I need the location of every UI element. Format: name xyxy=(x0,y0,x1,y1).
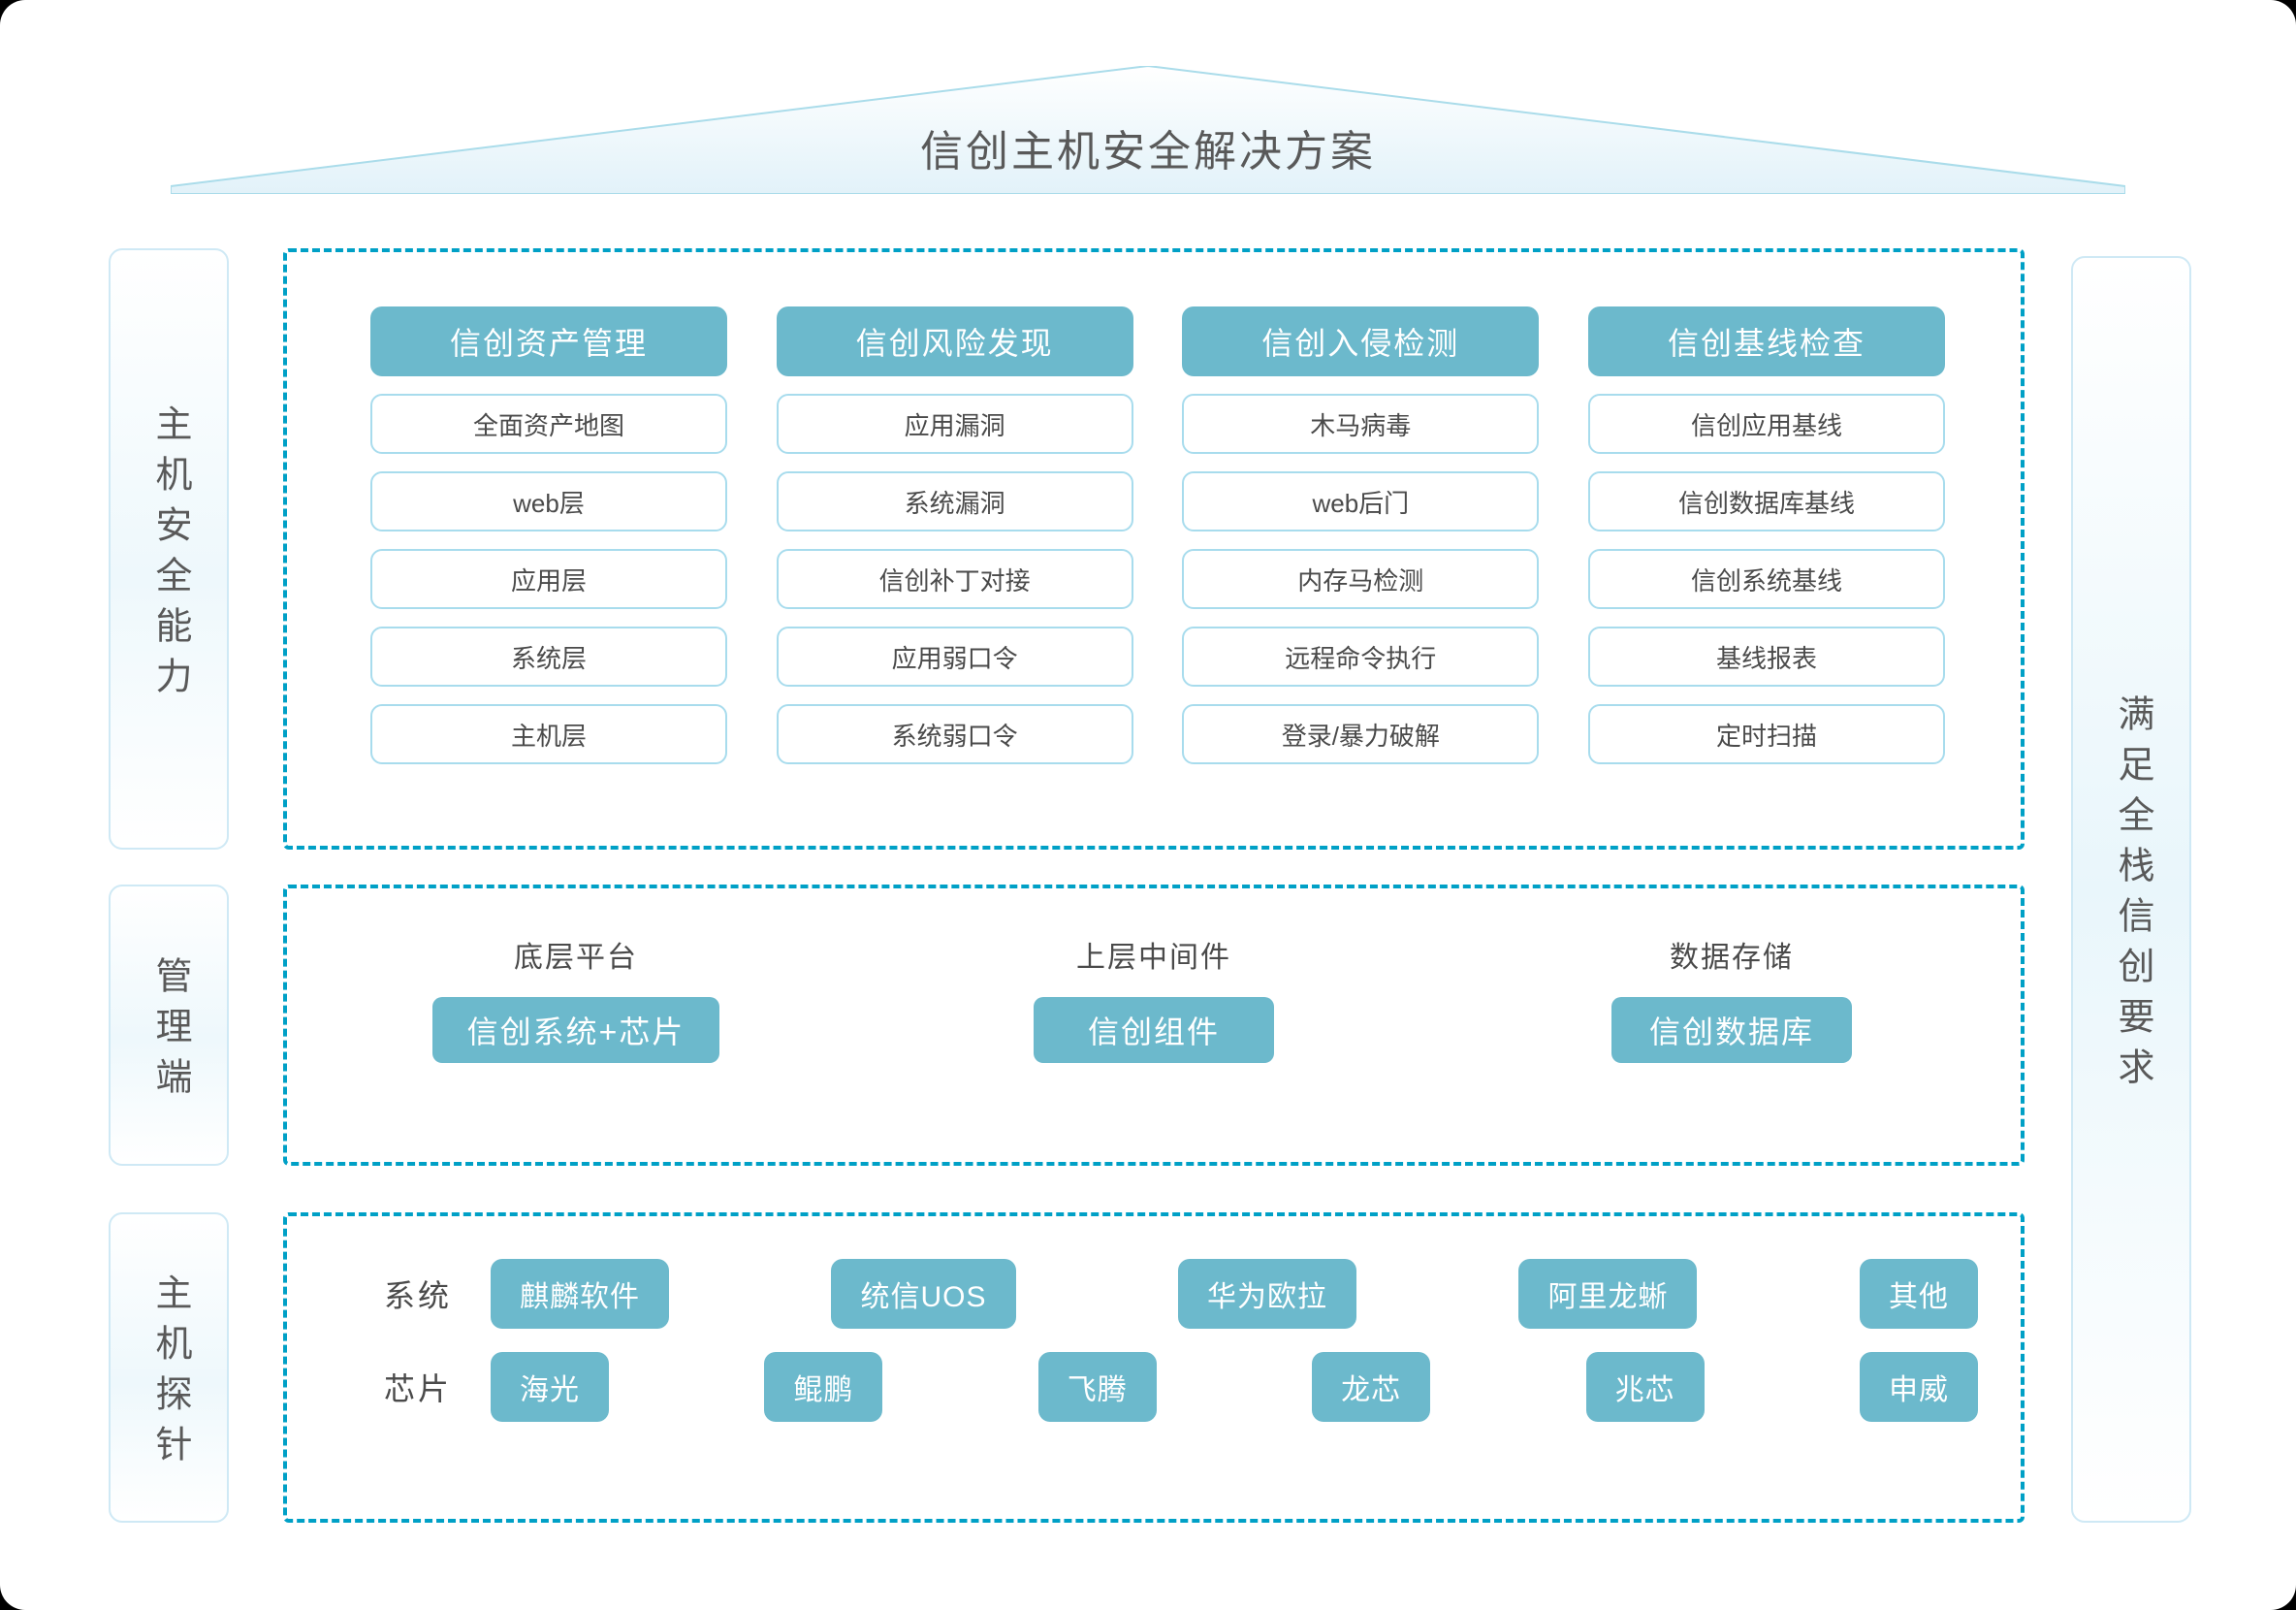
probe-chip[interactable]: 统信UOS xyxy=(831,1259,1016,1329)
capability-item[interactable]: 内存马检测 xyxy=(1182,549,1540,609)
probe-row-chip: 芯片 海光 鲲鹏 飞腾 龙芯 兆芯 申威 xyxy=(384,1352,1978,1422)
probe-chip-list: 麒麟软件 统信UOS 华为欧拉 阿里龙蜥 其他 xyxy=(491,1259,1978,1329)
column-header[interactable]: 信创资产管理 xyxy=(370,306,727,376)
rail-full-stack-requirement: 满足全栈信创要求 xyxy=(2071,256,2191,1523)
capability-item[interactable]: 登录/暴力破解 xyxy=(1182,704,1540,764)
management-group-chip[interactable]: 信创数据库 xyxy=(1611,997,1852,1063)
capability-item[interactable]: 信创应用基线 xyxy=(1587,394,1945,454)
management-group-chip[interactable]: 信创组件 xyxy=(1034,997,1274,1063)
management-group-chip[interactable]: 信创系统+芯片 xyxy=(431,997,720,1063)
capability-item[interactable]: 系统漏洞 xyxy=(776,471,1133,531)
page-title: 信创主机安全解决方案 xyxy=(920,128,1376,176)
capability-item[interactable]: 应用层 xyxy=(370,549,727,609)
probe-chip[interactable]: 麒麟软件 xyxy=(491,1259,669,1329)
management-group-label: 底层平台 xyxy=(514,942,638,974)
probe-chip[interactable]: 龙芯 xyxy=(1312,1352,1431,1422)
section-host-probe: 系统 麒麟软件 统信UOS 华为欧拉 阿里龙蜥 其他 芯片 海光 鲲鹏 飞腾 龙… xyxy=(283,1212,2025,1523)
capability-item[interactable]: 系统层 xyxy=(370,627,727,687)
capability-item[interactable]: web后门 xyxy=(1182,471,1540,531)
probe-row-list: 系统 麒麟软件 统信UOS 华为欧拉 阿里龙蜥 其他 芯片 海光 鲲鹏 飞腾 龙… xyxy=(384,1259,1978,1422)
capability-item[interactable]: 木马病毒 xyxy=(1182,394,1540,454)
capability-item[interactable]: 定时扫描 xyxy=(1587,704,1945,764)
rail-capability-label: 主机安全能力 xyxy=(148,404,190,707)
capability-item[interactable]: 信创系统基线 xyxy=(1587,549,1945,609)
capability-item[interactable]: 信创数据库基线 xyxy=(1587,471,1945,531)
probe-chip[interactable]: 海光 xyxy=(491,1352,609,1422)
probe-row-label: 系统 xyxy=(384,1278,453,1313)
capability-item[interactable]: 基线报表 xyxy=(1587,627,1945,687)
roof-shape-icon xyxy=(171,66,2125,194)
capability-item[interactable]: 系统弱口令 xyxy=(776,704,1133,764)
management-group-middleware: 上层中间件 信创组件 xyxy=(950,933,1357,1063)
probe-chip-list: 海光 鲲鹏 飞腾 龙芯 兆芯 申威 xyxy=(491,1352,1978,1422)
capability-column-intrusion-detection: 信创入侵检测 木马病毒 web后门 内存马检测 远程命令执行 登录/暴力破解 xyxy=(1182,306,1540,764)
management-group-label: 数据存储 xyxy=(1670,942,1794,974)
capability-item[interactable]: web层 xyxy=(370,471,727,531)
rail-probe-label: 主机探针 xyxy=(148,1273,190,1475)
probe-chip[interactable]: 阿里龙蜥 xyxy=(1518,1259,1698,1329)
probe-chip[interactable]: 申威 xyxy=(1859,1352,1978,1422)
probe-chip[interactable]: 兆芯 xyxy=(1585,1352,1705,1422)
probe-chip[interactable]: 华为欧拉 xyxy=(1177,1259,1356,1329)
management-group-grid: 底层平台 信创系统+芯片 上层中间件 信创组件 数据存储 信创数据库 xyxy=(287,933,2021,1063)
capability-column-grid: 信创资产管理 全面资产地图 web层 应用层 系统层 主机层 信创风险发现 应用… xyxy=(370,306,1945,764)
column-header[interactable]: 信创入侵检测 xyxy=(1182,306,1540,376)
management-group-platform: 底层平台 信创系统+芯片 xyxy=(372,933,780,1063)
capability-item[interactable]: 信创补丁对接 xyxy=(776,549,1133,609)
column-header[interactable]: 信创风险发现 xyxy=(776,306,1133,376)
management-group-storage: 数据存储 信创数据库 xyxy=(1528,933,1935,1063)
rail-host-security-capability: 主机安全能力 xyxy=(109,248,229,850)
capability-column-risk-discovery: 信创风险发现 应用漏洞 系统漏洞 信创补丁对接 应用弱口令 系统弱口令 xyxy=(776,306,1133,764)
rail-management-label: 管理端 xyxy=(148,956,190,1108)
capability-item[interactable]: 应用弱口令 xyxy=(776,627,1133,687)
rail-host-probe: 主机探针 xyxy=(109,1212,229,1523)
roof-banner: 信创主机安全解决方案 xyxy=(171,66,2125,194)
probe-chip[interactable]: 其他 xyxy=(1859,1259,1978,1329)
probe-chip[interactable]: 飞腾 xyxy=(1037,1352,1157,1422)
capability-item[interactable]: 应用漏洞 xyxy=(776,394,1133,454)
section-capabilities: 信创资产管理 全面资产地图 web层 应用层 系统层 主机层 信创风险发现 应用… xyxy=(283,248,2025,850)
section-management: 底层平台 信创系统+芯片 上层中间件 信创组件 数据存储 信创数据库 xyxy=(283,885,2025,1166)
capability-item[interactable]: 主机层 xyxy=(370,704,727,764)
probe-row-os: 系统 麒麟软件 统信UOS 华为欧拉 阿里龙蜥 其他 xyxy=(384,1259,1978,1329)
capability-item[interactable]: 远程命令执行 xyxy=(1182,627,1540,687)
capability-column-baseline-check: 信创基线检查 信创应用基线 信创数据库基线 信创系统基线 基线报表 定时扫描 xyxy=(1587,306,1945,764)
probe-row-label: 芯片 xyxy=(384,1371,453,1406)
rail-right-label: 满足全栈信创要求 xyxy=(2111,694,2152,1098)
rail-management-console: 管理端 xyxy=(109,885,229,1166)
capability-item[interactable]: 全面资产地图 xyxy=(370,394,727,454)
management-group-label: 上层中间件 xyxy=(1076,942,1231,974)
column-header[interactable]: 信创基线检查 xyxy=(1587,306,1945,376)
capability-column-asset-management: 信创资产管理 全面资产地图 web层 应用层 系统层 主机层 xyxy=(370,306,727,764)
probe-chip[interactable]: 鲲鹏 xyxy=(764,1352,883,1422)
